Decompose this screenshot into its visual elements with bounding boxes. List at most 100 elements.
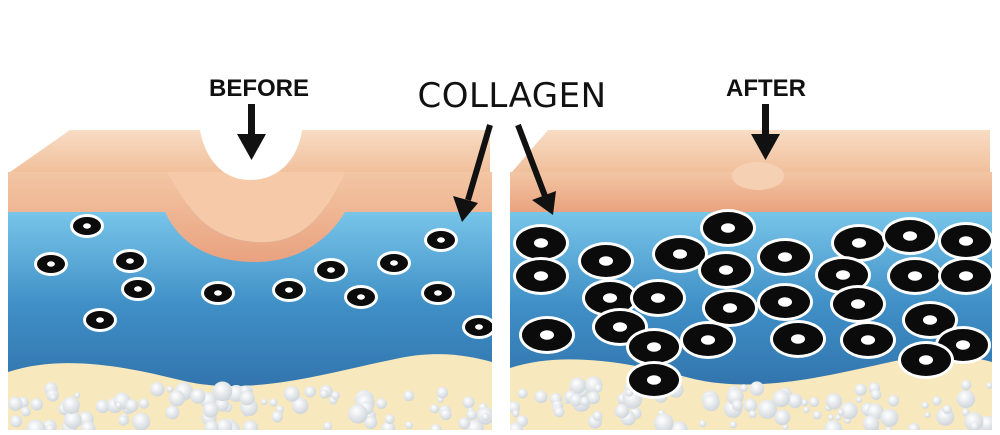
fat-bubble (569, 393, 583, 407)
fat-bubble (827, 414, 835, 421)
collagen-cell (314, 258, 348, 282)
fat-bubble (331, 391, 340, 400)
fat-bubble (740, 384, 748, 392)
fat-bubble (757, 399, 778, 419)
fat-bubble (748, 410, 757, 419)
fat-bubble (517, 388, 528, 399)
fat-bubble (190, 388, 206, 404)
collagen-cell (626, 328, 682, 366)
collagen-cell (757, 238, 813, 276)
collagen-cell (582, 279, 638, 317)
fat-bubble (835, 414, 842, 421)
fat-bubble (63, 411, 82, 430)
fat-bubble (9, 415, 23, 428)
fat-bubble (699, 420, 707, 428)
fat-bubble (961, 408, 970, 417)
fat-bubble (165, 405, 180, 420)
fat-bubble (166, 385, 174, 393)
collagen-arrow-right (515, 123, 556, 215)
after-label: AFTER (726, 75, 806, 102)
before-label: BEFORE (209, 75, 309, 102)
fat-bubble (774, 409, 791, 426)
collagen-cell (578, 242, 634, 280)
fat-bubble (150, 382, 165, 397)
fat-bubble (458, 417, 471, 430)
fat-bubble (825, 393, 843, 410)
fat-bubble (271, 410, 283, 423)
fat-bubble (364, 415, 378, 429)
fat-bubble (212, 381, 233, 402)
fat-bubble (970, 421, 980, 430)
fat-bubble (885, 426, 893, 430)
collagen-cell (840, 321, 896, 359)
fat-bubble (430, 424, 442, 430)
fat-bubble (323, 421, 333, 430)
collagen-cell (626, 361, 682, 399)
collagen-cells-after (513, 209, 992, 399)
fat-bubble (614, 403, 630, 419)
fat-bubble (887, 394, 900, 407)
collagen-label: COLLAGEN (417, 76, 606, 116)
fat-bubble (870, 389, 882, 401)
fat-bubble (30, 397, 43, 411)
collagen-cell (83, 308, 117, 332)
fat-bubble (466, 409, 478, 421)
fat-bubble (702, 394, 720, 412)
fat-bubble (731, 399, 743, 411)
fat-bubble (348, 404, 368, 424)
fat-bubble (436, 386, 449, 399)
fat-bubble (125, 399, 139, 413)
fat-bubble (481, 412, 490, 422)
fat-bubble (749, 381, 765, 396)
fat-bubble (118, 415, 129, 426)
fat-bubble (932, 396, 942, 406)
fat-bubble (215, 397, 229, 412)
collagen-cell (898, 341, 954, 379)
fat-bubble (45, 424, 55, 430)
fat-bubble (384, 414, 395, 425)
collagen-cell (702, 289, 758, 327)
fat-bubble (283, 385, 300, 402)
fat-bubble (429, 404, 440, 414)
fat-bubble (269, 398, 278, 407)
fat-bubble (942, 404, 952, 415)
fat-bubble (569, 377, 586, 394)
fat-bubble (653, 413, 674, 430)
fat-bubble (80, 421, 96, 430)
fat-bubble (908, 423, 920, 430)
collagen-cell (680, 321, 736, 359)
collagen-cell (938, 257, 992, 295)
fat-bubble (462, 396, 475, 409)
fat-bubble (512, 409, 520, 418)
collagen-arrow-left (453, 124, 493, 222)
after-arrow-head (751, 134, 780, 160)
fat-bubble (862, 415, 880, 430)
fat-bubble (239, 390, 255, 406)
collagen-cell (513, 224, 569, 262)
fat-bubble (787, 393, 803, 409)
fat-bubble (880, 408, 899, 427)
fat-bubble (49, 393, 58, 402)
collagen-cell (272, 278, 306, 302)
after-arrow (751, 104, 780, 160)
fat-bubble (132, 412, 151, 430)
before-arrow (237, 104, 266, 160)
fat-bubble (580, 396, 590, 407)
fat-bubble (587, 391, 601, 405)
fat-bubble (594, 384, 603, 393)
fat-bubble (510, 422, 524, 430)
fat-bubble (405, 421, 414, 430)
collagen-cell (201, 281, 235, 305)
fat-bubble (8, 396, 23, 411)
fat-bubble (960, 379, 972, 391)
skin-band (8, 172, 492, 262)
collagen-cells-before (34, 214, 492, 339)
before-arrow-shaft (248, 104, 255, 138)
collagen-cell (938, 222, 992, 260)
collagen-cell (462, 315, 492, 339)
fat-bubble (291, 397, 309, 414)
fat-bubble (440, 408, 452, 421)
collagen-cell (902, 301, 958, 339)
collagen-cell (421, 281, 455, 305)
